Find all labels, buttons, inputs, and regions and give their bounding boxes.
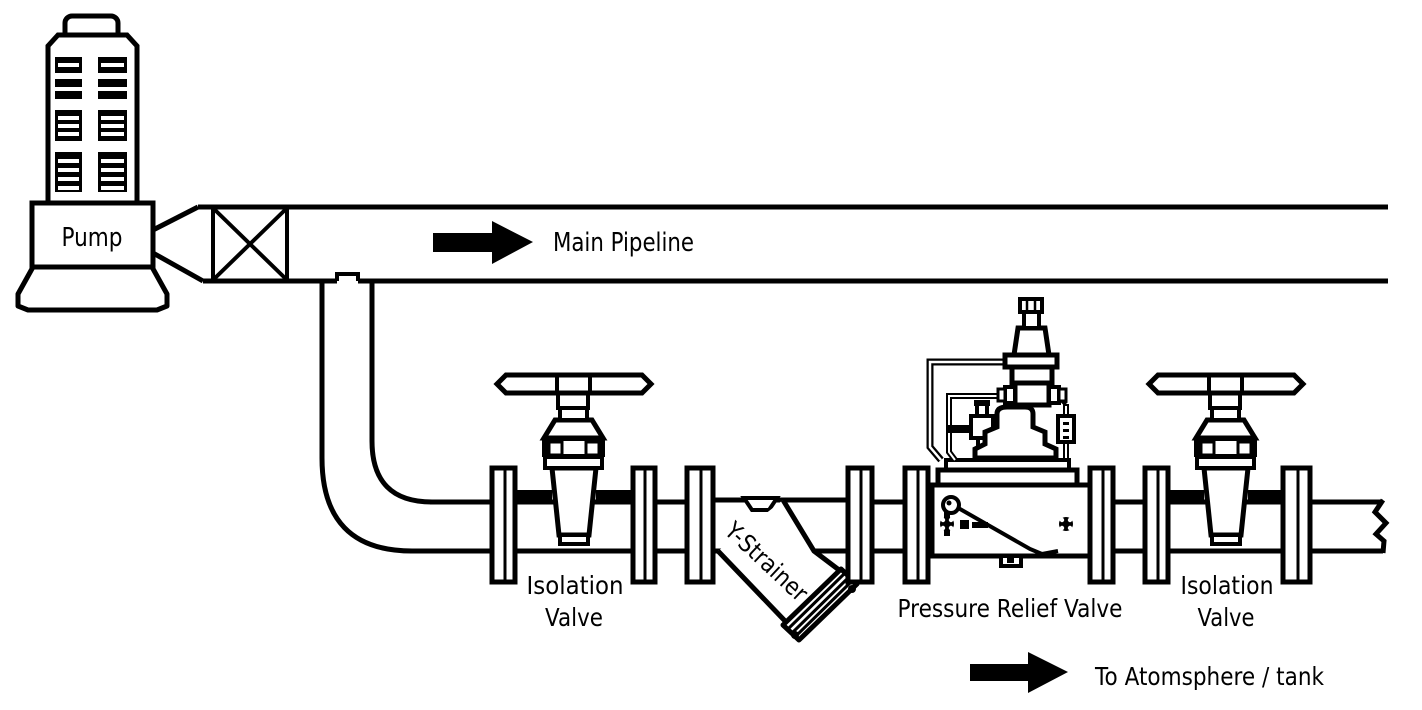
flanges: [489, 465, 1313, 585]
pressure-relief-valve-label: Pressure Relief Valve: [898, 594, 1123, 623]
main-flow-arrow-icon: [433, 221, 533, 264]
outlet-label: To Atomsphere / tank: [1094, 662, 1324, 691]
pipeline-valve-symbol-icon: [211, 205, 289, 281]
isolation-valve-left-label-line1: Isolation: [527, 571, 624, 600]
y-strainer-leg-upper-edge: [780, 498, 849, 578]
pump-fins: [55, 57, 127, 192]
outlet-flow-arrow-icon: [970, 652, 1068, 693]
isolation-valve-left-label-line2: Valve: [545, 603, 603, 632]
prv-bolt-icon: [940, 511, 954, 536]
pipe-flange: [630, 465, 658, 585]
pump: Pump: [15, 13, 170, 313]
pipe-flange: [1280, 465, 1313, 585]
prv-gauge-block: [1056, 414, 1076, 444]
main-pipeline-pipe: [198, 204, 1388, 284]
isolation-valve-right-label-line1: Isolation: [1181, 571, 1274, 600]
prv-drain-plug: [999, 554, 1023, 568]
pump-skirt: [15, 264, 170, 313]
pipe-flange: [1142, 465, 1171, 585]
prv-adjust-bolt: [1018, 297, 1044, 314]
pipe-flange: [845, 465, 875, 585]
pipe-flange: [902, 465, 931, 585]
branch-elbow-pipe: [319, 281, 460, 554]
main-pipeline-label: Main Pipeline: [553, 228, 694, 258]
prv-bolt-icon: [1059, 517, 1073, 531]
isolation-valve-right: [1149, 375, 1303, 544]
y-strainer-leg-lower-edge: [716, 549, 788, 624]
pipe-break-icon: [1371, 498, 1390, 554]
prv-base-plate: [935, 458, 1080, 488]
prv-side-fitting: [960, 520, 988, 529]
prv-spring-housing: [996, 297, 1068, 408]
pipe-flange: [684, 465, 716, 585]
pressure-relief-valve: [926, 297, 1094, 568]
pipe-flange: [489, 465, 518, 585]
y-strainer-top-notch: [740, 496, 781, 512]
isolation-valve-right-label-line2: Valve: [1198, 603, 1255, 632]
pump-label: Pump: [62, 223, 123, 253]
prv-seat-line: [952, 503, 1059, 557]
prv-coil-fitting: [941, 495, 961, 515]
pipe-flange: [1087, 465, 1116, 585]
isolation-valve-left: [497, 375, 651, 544]
pump-reducer: [151, 204, 205, 284]
